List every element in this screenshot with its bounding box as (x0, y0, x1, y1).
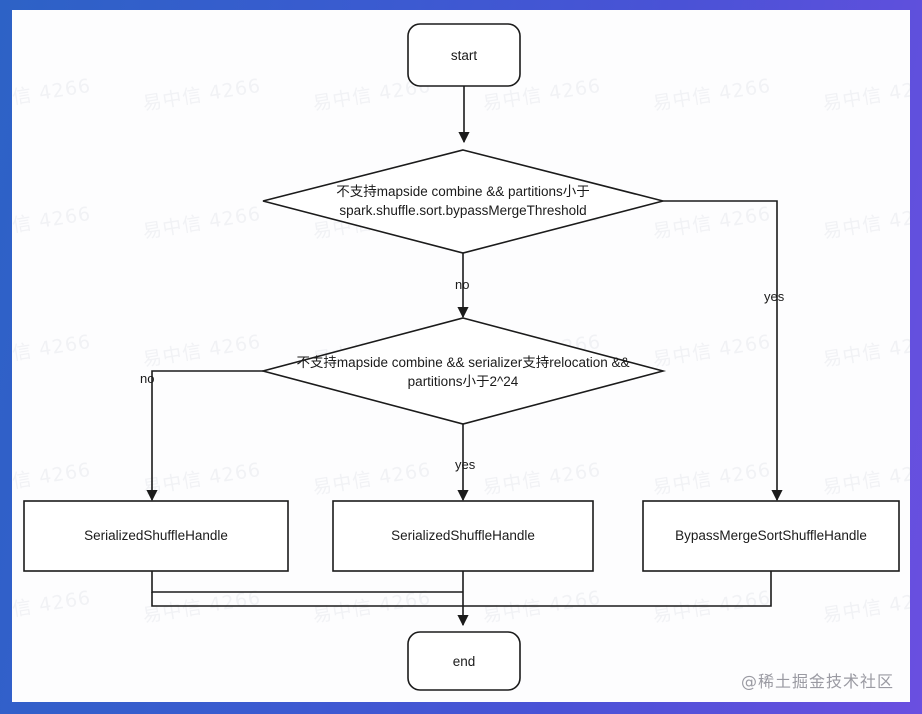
node-start[interactable] (407, 23, 521, 87)
flowchart-svg (23, 23, 900, 691)
corner-watermark: @稀土掘金技术社区 (740, 672, 894, 691)
node-end[interactable] (407, 631, 521, 691)
edge-boxleft-to-end (151, 571, 463, 593)
node-decision2[interactable] (259, 317, 667, 425)
edge-decision2-no (146, 370, 263, 502)
node-box-right[interactable] (642, 500, 900, 572)
edge-boxright-to-end (151, 571, 772, 607)
node-decision1[interactable] (262, 149, 664, 254)
node-box-left[interactable] (23, 500, 289, 572)
node-box-middle[interactable] (332, 500, 594, 572)
edge-decision1-yes (663, 200, 783, 502)
